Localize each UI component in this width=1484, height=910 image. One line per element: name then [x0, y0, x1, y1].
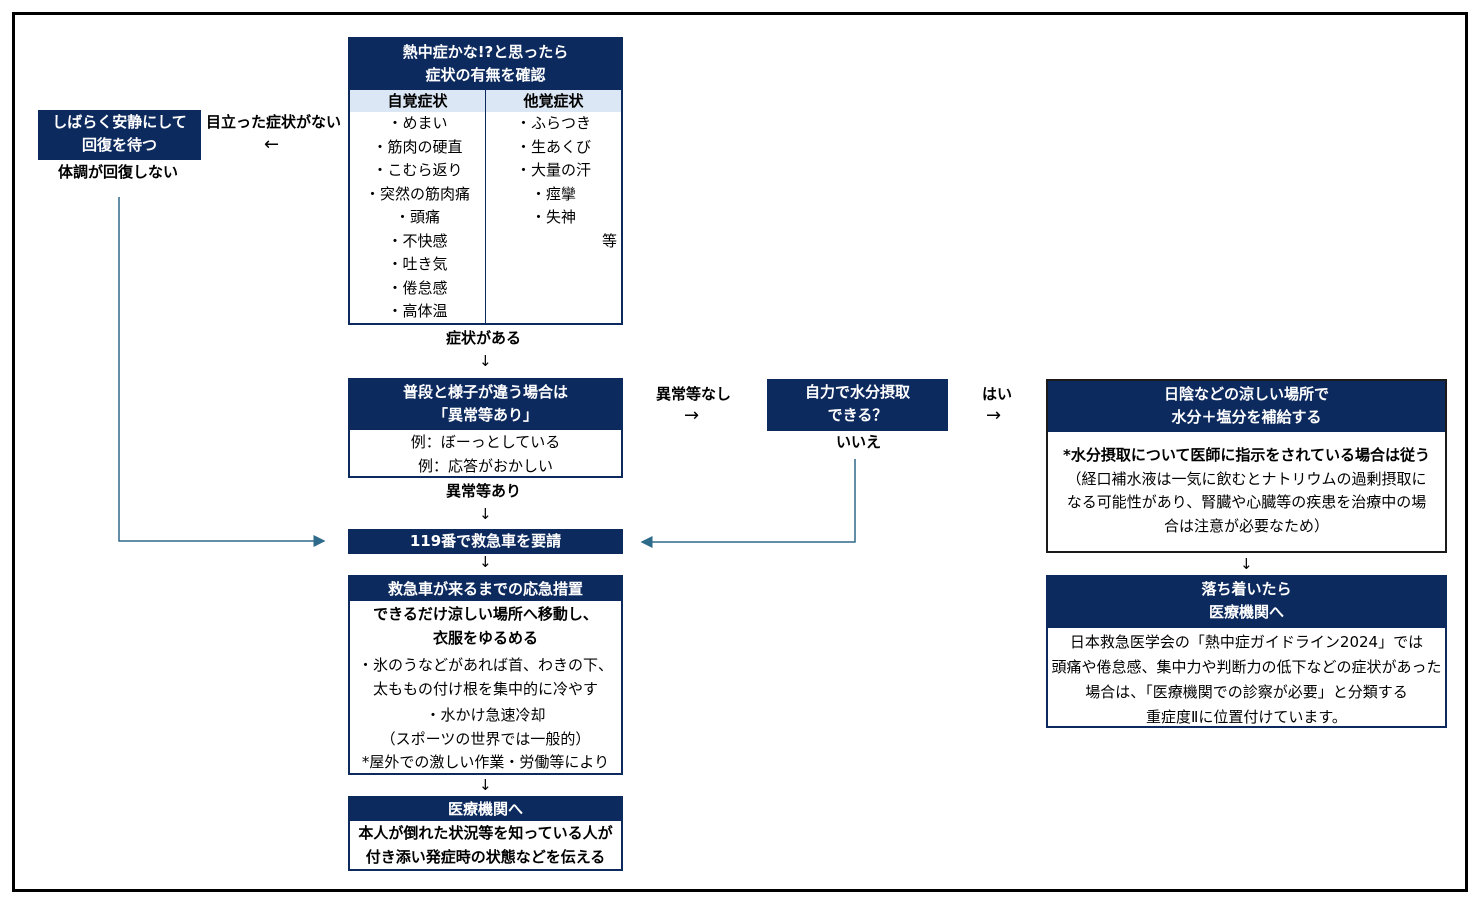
other-symptom-item: ・大量の汗 — [515, 161, 591, 179]
calm-line: 頭痛や倦怠感、集中力や判断力の低下などの症状があった — [1051, 658, 1442, 676]
abnormal-example-1: 例：ぼーっとしている — [410, 433, 561, 451]
shade-note-line: なる可能性があり、腎臓や心臓等の疾患を治療中の場 — [1066, 493, 1427, 511]
rest-box: しばらく安静にして 回復を待つ — [38, 110, 201, 160]
water-no-label: いいえ — [836, 433, 882, 451]
self-symptom-item: ・倦怠感 — [387, 278, 448, 297]
first-aid-bold-line: 衣服をゆるめる — [432, 628, 538, 647]
self-symptom-item: ・高体温 — [387, 302, 448, 320]
symptom-columns: 自覚症状 ・めまい ・筋肉の硬直 ・こむら返り ・突然の筋肉痛 ・頭痛 ・不快感… — [350, 90, 621, 323]
water-title-1: 自力で水分摂取 — [804, 383, 910, 401]
calm-title-1: 落ち着いたら — [1201, 580, 1292, 598]
self-symptom-item: ・突然の筋肉痛 — [364, 184, 470, 203]
calm-box: 落ち着いたら 医療機関へ 日本救急医学会の「熱中症ガイドライン2024」では 頭… — [1046, 575, 1447, 728]
arrow-right-icon: → — [684, 405, 700, 426]
other-symptom-header: 他覚症状 — [486, 90, 621, 112]
other-symptom-item: ・失神 — [530, 208, 576, 226]
first-aid-box: 救急車が来るまでの応急措置 できるだけ涼しい場所へ移動し、 衣服をゆるめる ・氷… — [348, 575, 623, 775]
hospital-line: 付き添い発症時の状態などを伝える — [365, 848, 606, 866]
self-symptom-item: ・頭痛 — [394, 208, 440, 226]
shade-title-2: 水分＋塩分を補給する — [1171, 408, 1322, 426]
other-symptom-column: 他覚症状 ・ふらつき ・生あくび ・大量の汗 ・痙攣 ・失神 等 — [486, 90, 621, 323]
rest-to-call-line — [118, 197, 326, 547]
shade-header: 日陰などの涼しい場所で 水分＋塩分を補給する — [1048, 381, 1445, 432]
first-aid-line: （スポーツの世界では一般的） — [380, 729, 591, 748]
down-arrow-icon: ↓ — [1240, 555, 1253, 573]
shade-title-1: 日陰などの涼しい場所で — [1163, 385, 1329, 403]
calm-title-2: 医療機関へ — [1208, 603, 1284, 621]
water-no-to-call-line — [640, 459, 856, 548]
first-aid-line: ・氷のうなどがあれば首、わきの下、 — [357, 656, 613, 674]
water-title-2: できる？ — [827, 406, 888, 424]
first-aid-line: ・水かけ急速冷却 — [425, 706, 546, 724]
symptom-check-header: 熱中症かな!?と思ったら 症状の有無を確認 — [350, 39, 621, 90]
shade-note-line: （経口補水液は一気に飲むとナトリウムの過剰摂取に — [1066, 469, 1427, 488]
down-arrow-icon: ↓ — [479, 352, 492, 370]
abnormal-title-1: 普段と様子が違う場合は — [402, 383, 568, 401]
rest-title-1: しばらく安静にして — [52, 113, 187, 131]
self-symptom-item: ・こむら返り — [372, 161, 463, 179]
symptom-check-title-2: 症状の有無を確認 — [425, 66, 546, 84]
abnormal-box: 普段と様子が違う場合は 「異常等あり」 例：ぼーっとしている 例：応答がおかしい — [348, 378, 623, 478]
shade-box: 日陰などの涼しい場所で 水分＋塩分を補給する *水分摂取について医師に指示をされ… — [1046, 379, 1447, 553]
down-arrow-icon: ↓ — [479, 776, 492, 794]
shade-note-line: 合は注意が必要なため） — [1163, 516, 1329, 535]
first-aid-bold-line: できるだけ涼しい場所へ移動し、 — [373, 605, 598, 623]
water-yes-label: はい — [982, 385, 1013, 403]
arrow-right-icon: → — [986, 405, 1002, 426]
abnormal-yes-label: 異常等あり — [446, 482, 522, 500]
abnormal-example-2: 例：応答がおかしい — [417, 456, 553, 475]
has-symptom-label: 症状がある — [446, 329, 522, 347]
other-symptom-item: ・痙攣 — [530, 184, 576, 203]
self-symptom-item: ・不快感 — [387, 231, 448, 250]
hospital-box: 医療機関へ 本人が倒れた状況等を知っている人が 付き添い発症時の状態などを伝える — [348, 796, 623, 871]
symptom-check-box: 熱中症かな!?と思ったら 症状の有無を確認 自覚症状 ・めまい ・筋肉の硬直 ・… — [348, 37, 623, 325]
symptom-check-title-1: 熱中症かな!?と思ったら — [402, 43, 569, 61]
diagram-frame — [12, 12, 1468, 892]
abnormal-title-2: 「異常等あり」 — [432, 406, 538, 424]
first-aid-header: 救急車が来るまでの応急措置 — [350, 577, 621, 601]
no-symptom-label: 目立った症状がない — [206, 113, 342, 131]
other-symptom-item: ・ふらつき — [515, 114, 591, 132]
hospital-header: 医療機関へ — [350, 798, 621, 821]
abnormal-no-label: 異常等なし — [656, 385, 732, 403]
abnormal-header: 普段と様子が違う場合は 「異常等あり」 — [350, 380, 621, 430]
self-symptom-item: ・吐き気 — [387, 255, 448, 273]
water-intake-box: 自力で水分摂取 できる？ — [767, 379, 948, 431]
first-aid-line: *屋外での激しい作業・労働等により — [361, 753, 610, 771]
calm-header: 落ち着いたら 医療機関へ — [1048, 577, 1445, 628]
arrow-left-icon: ← — [264, 134, 280, 155]
calm-line: 日本救急医学会の「熱中症ガイドライン2024」では — [1069, 633, 1424, 651]
self-symptom-header: 自覚症状 — [350, 90, 485, 112]
rest-not-recovered-label: 体調が回復しない — [58, 163, 179, 181]
call-ambulance-box: 119番で救急車を要請 — [348, 529, 623, 554]
down-arrow-icon: ↓ — [479, 505, 492, 523]
other-symptom-item: ・生あくび — [515, 137, 591, 156]
first-aid-line: 太ももの付け根を集中的に冷やす — [372, 679, 598, 698]
hospital-line: 本人が倒れた状況等を知っている人が — [358, 824, 613, 842]
down-arrow-icon: ↓ — [479, 553, 492, 571]
shade-note-bold: *水分摂取について医師に指示をされている場合は従う — [1063, 446, 1430, 464]
rest-title-2: 回復を待つ — [81, 136, 157, 154]
etc-label: 等 — [601, 232, 617, 250]
calm-line: 重症度Ⅱに位置付けています。 — [1146, 708, 1347, 726]
self-symptom-item: ・筋肉の硬直 — [372, 137, 463, 156]
calm-line: 場合は、「医療機関での診察が必要」と分類する — [1085, 683, 1408, 701]
self-symptom-item: ・めまい — [387, 114, 448, 132]
self-symptom-column: 自覚症状 ・めまい ・筋肉の硬直 ・こむら返り ・突然の筋肉痛 ・頭痛 ・不快感… — [350, 90, 486, 323]
